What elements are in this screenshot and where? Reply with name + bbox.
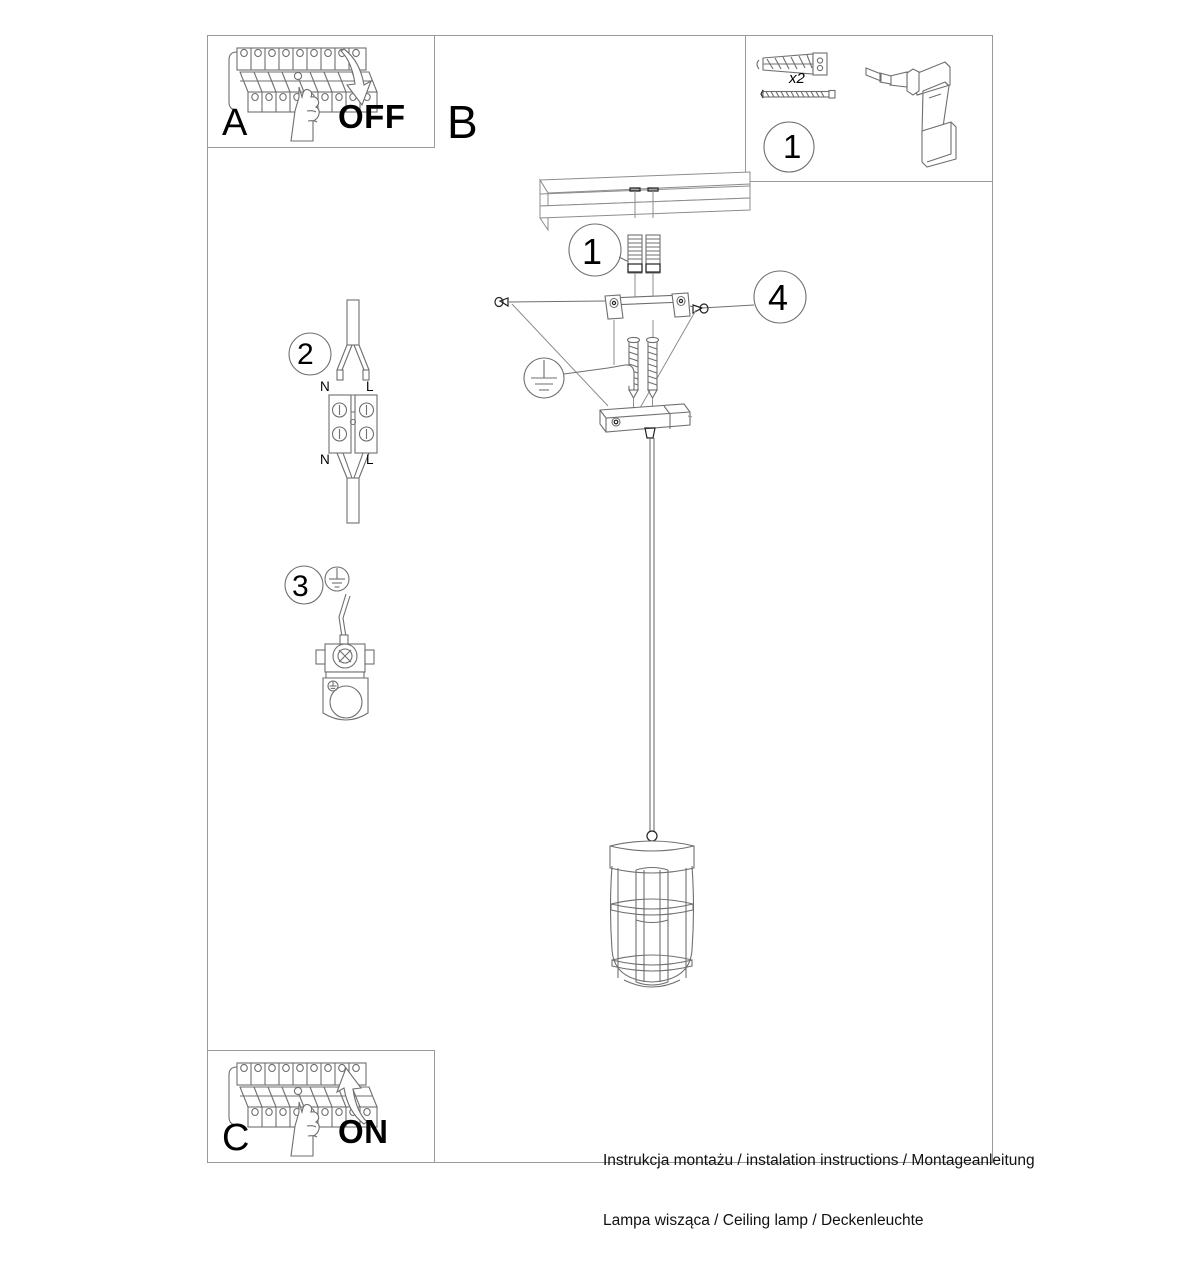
earth-symbol-icon bbox=[324, 566, 350, 592]
step-1-callout bbox=[568, 223, 638, 277]
panel-c-letter: C bbox=[222, 1117, 250, 1159]
caption-line-1: Instrukcja montażu / instalation instruc… bbox=[603, 1152, 1035, 1169]
wire-label-n-bottom: N bbox=[320, 452, 330, 467]
wall-plug-pair bbox=[627, 234, 661, 298]
arrow-up-icon bbox=[335, 1066, 368, 1125]
panel-c-frame bbox=[207, 1050, 435, 1163]
wire-label-l-top: L bbox=[366, 379, 374, 394]
caption-line-2: Lampa wisząca / Ceiling lamp / Deckenleu… bbox=[603, 1212, 924, 1229]
mounting-bracket bbox=[604, 292, 691, 320]
panel-parts-frame bbox=[745, 35, 993, 182]
cage-shade bbox=[609, 830, 695, 988]
panel-parts-illustration bbox=[756, 52, 957, 173]
sheet-outer-frame bbox=[207, 35, 993, 1163]
panel-a-illustration bbox=[228, 47, 378, 142]
main-installation-illustration bbox=[494, 171, 807, 988]
bracket-screw-right bbox=[689, 303, 709, 315]
ceiling-slab bbox=[539, 171, 751, 232]
wire-label-l-bottom: L bbox=[366, 452, 374, 467]
earth-symbol-callout bbox=[523, 357, 609, 399]
hand-pressing-icon bbox=[290, 86, 320, 142]
panel-a-action-label: OFF bbox=[338, 98, 406, 135]
screw-icon bbox=[760, 89, 836, 99]
arrow-down-icon bbox=[340, 48, 373, 107]
wall-plug-icon bbox=[756, 52, 828, 76]
step-2-illustration bbox=[288, 299, 378, 524]
cable-grip bbox=[644, 427, 656, 439]
canopy bbox=[599, 364, 693, 433]
panel-c-illustration bbox=[228, 1062, 378, 1157]
bracket-screw-left bbox=[494, 296, 606, 308]
step-1-number-parts: 1 bbox=[783, 128, 802, 165]
step-1-callout bbox=[763, 121, 815, 173]
wire-label-n-top: N bbox=[320, 379, 330, 394]
parts-quantity-label: x2 bbox=[789, 70, 805, 87]
panel-a-frame bbox=[207, 35, 435, 148]
power-drill-icon bbox=[865, 61, 957, 168]
hand-pressing-icon bbox=[290, 1101, 320, 1157]
step-3-illustration bbox=[284, 565, 375, 721]
step-4-callout bbox=[701, 270, 807, 324]
step-2-number: 2 bbox=[297, 338, 314, 371]
caption-block: Instrukcja montażu / instalation instruc… bbox=[603, 1111, 1035, 1271]
suspension-cable bbox=[649, 438, 655, 832]
panel-a-letter: A bbox=[222, 102, 248, 144]
ceiling-drill-holes bbox=[629, 187, 659, 218]
step-4-number: 4 bbox=[768, 277, 789, 318]
step-1-number-main: 1 bbox=[582, 231, 603, 272]
panel-c-action-label: ON bbox=[338, 1113, 389, 1150]
step-3-number: 3 bbox=[292, 570, 309, 603]
panel-b-letter: B bbox=[447, 96, 478, 148]
